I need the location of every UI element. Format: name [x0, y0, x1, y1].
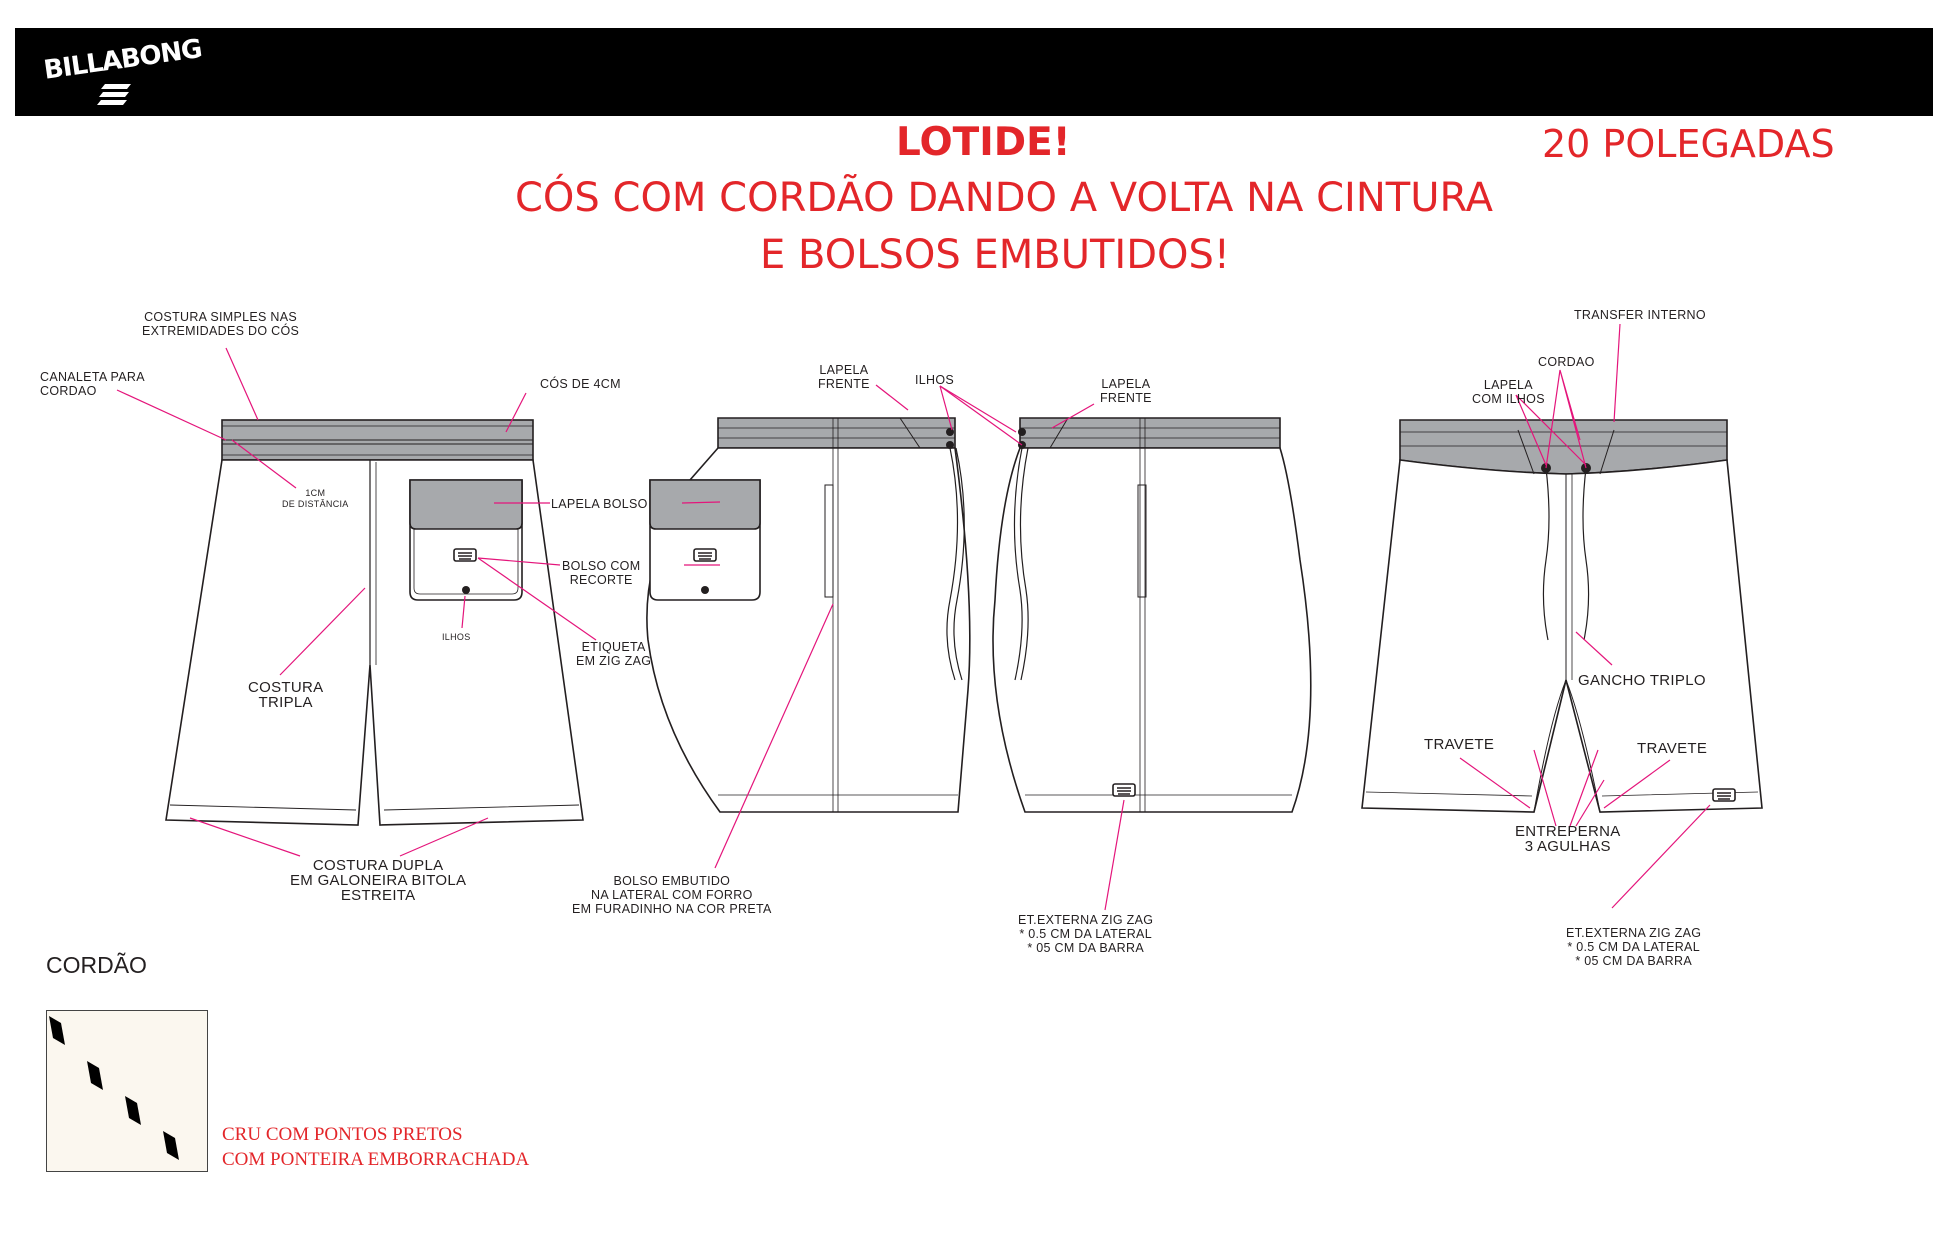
label-line: FRENTE: [818, 377, 870, 391]
label-line: 1CM: [305, 488, 326, 498]
size-title: 20 POLEGADAS: [1542, 122, 1835, 166]
front-pocket-flap: [409, 479, 523, 530]
label-line: ETIQUETA: [581, 640, 646, 654]
label-line: RECORTE: [569, 573, 633, 587]
label-line: COSTURA DUPLA: [312, 857, 444, 874]
leader-lines: [116, 323, 1711, 911]
page-title: LOTIDE!: [896, 120, 1071, 165]
label-line: * 05 CM DA BARRA: [1027, 941, 1144, 955]
label-line: COSTURA SIMPLES NAS: [144, 310, 298, 324]
label-line: EM GALONEIRA BITOLA: [290, 872, 467, 889]
front-view: [165, 419, 584, 826]
label-cos-4cm: CÓS DE 4CM: [540, 377, 621, 391]
label-bolso-embutido: BOLSO EMBUTIDO NA LATERAL COM FORRO EM F…: [572, 874, 772, 916]
label-lapela-ilhos: LAPELA COM ILHOS: [1472, 378, 1545, 406]
cord-dots-pattern-icon: [49, 1016, 179, 1160]
label-line: TRIPLA: [258, 694, 313, 711]
label-travete-right: TRAVETE: [1637, 740, 1708, 757]
label-travete-left: TRAVETE: [1424, 736, 1495, 753]
side-view-right: [992, 417, 1312, 813]
label-line: COM ILHOS: [1472, 392, 1545, 406]
label-lapela-frente-right: LAPELA FRENTE: [1100, 377, 1152, 405]
label-line: LAPELA: [819, 363, 869, 377]
label-gancho-triplo: GANCHO TRIPLO: [1578, 672, 1706, 689]
label-costura-tripla: COSTURA TRIPLA: [248, 680, 323, 710]
label-line: CORDAO: [40, 384, 97, 398]
label-line: COSTURA: [248, 679, 324, 696]
label-line: BOLSO EMBUTIDO: [613, 874, 731, 888]
header-bar: [15, 28, 1933, 116]
label-line: 3 AGULHAS: [1524, 838, 1611, 855]
subtitle-line-1: CÓS COM CORDÃO DANDO A VOLTA NA CINTURA: [515, 175, 1494, 221]
cordao-note: CRU COM PONTOS PRETOS COM PONTEIRA EMBOR…: [222, 1122, 529, 1172]
label-lapela-bolso: LAPELA BOLSO: [551, 497, 648, 511]
billabong-logo-icon: [97, 84, 131, 105]
label-et-externa-back: ET.EXTERNA ZIG ZAG * 0.5 CM DA LATERAL *…: [1566, 926, 1701, 968]
cordao-swatch: [46, 1010, 208, 1172]
label-line: LAPELA: [1483, 378, 1533, 392]
label-cordao: CORDAO: [1538, 355, 1595, 369]
label-distancia: 1CM DE DISTÂNCIA: [282, 488, 349, 510]
label-transfer-interno: TRANSFER INTERNO: [1574, 308, 1706, 322]
label-line: EXTREMIDADES DO CÓS: [142, 324, 300, 338]
label-line: * 05 CM DA BARRA: [1575, 954, 1692, 968]
label-line: ESTREITA: [340, 887, 416, 904]
subtitle-line-2: E BOLSOS EMBUTIDOS!: [760, 232, 1230, 278]
label-line: EM ZIG ZAG: [576, 654, 652, 668]
label-line: CANALETA PARA: [40, 370, 145, 384]
label-ilhos-small: ILHOS: [442, 632, 471, 642]
label-et-externa-side: ET.EXTERNA ZIG ZAG * 0.5 CM DA LATERAL *…: [1018, 913, 1153, 955]
label-line: * 0.5 CM DA LATERAL: [1019, 927, 1152, 941]
label-line: NA LATERAL COM FORRO: [591, 888, 753, 902]
label-costura-dupla: COSTURA DUPLA EM GALONEIRA BITOLA ESTREI…: [290, 858, 466, 903]
label-etiqueta: ETIQUETA EM ZIG ZAG: [576, 640, 651, 668]
note-line: COM PONTEIRA EMBORRACHADA: [222, 1149, 530, 1170]
label-lapela-frente-left: LAPELA FRENTE: [818, 363, 870, 391]
label-line: BOLSO COM: [562, 559, 641, 573]
label-line: FRENTE: [1100, 391, 1152, 405]
label-ilhos: ILHOS: [915, 373, 955, 387]
label-line: ENTREPERNA: [1515, 823, 1621, 840]
note-line: CRU COM PONTOS PRETOS: [222, 1124, 463, 1145]
label-line: * 0.5 CM DA LATERAL: [1567, 940, 1700, 954]
label-costura-simples: COSTURA SIMPLES NAS EXTREMIDADES DO CÓS: [142, 310, 299, 338]
side-view-left: [646, 417, 971, 813]
label-line: ET.EXTERNA ZIG ZAG: [1018, 913, 1154, 927]
back-view: [1361, 419, 1763, 813]
front-eyelet: [462, 586, 470, 594]
label-bolso-recorte: BOLSO COM RECORTE: [562, 559, 640, 587]
label-line: EM FURADINHO NA COR PRETA: [572, 902, 772, 916]
label-entreperna: ENTREPERNA 3 AGULHAS: [1515, 824, 1621, 854]
label-line: DE DISTÂNCIA: [282, 499, 349, 509]
label-canaleta: CANALETA PARA CORDAO: [40, 370, 145, 398]
label-line: ET.EXTERNA ZIG ZAG: [1566, 926, 1702, 940]
label-line: LAPELA: [1101, 377, 1151, 391]
cordao-title: CORDÃO: [46, 952, 147, 978]
